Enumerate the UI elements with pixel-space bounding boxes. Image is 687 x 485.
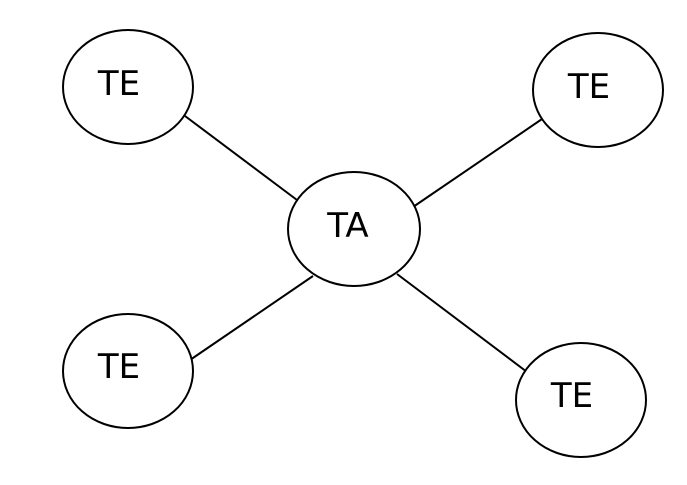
node-ta-label: TA: [326, 206, 368, 246]
node-te-bottom-left: TE: [62, 313, 194, 429]
node-te-bottom-right: TE: [515, 342, 647, 458]
edge-ta-te-top-left: [184, 115, 298, 201]
node-te-bottom-right-label: TE: [550, 376, 593, 416]
node-te-top-right: TE: [532, 32, 664, 148]
node-te-top-right-label: TE: [567, 67, 610, 107]
node-te-top-left-ellipse: [62, 29, 194, 145]
node-ta: TA: [287, 171, 421, 287]
node-te-bottom-right-ellipse: [515, 342, 647, 458]
edge-ta-te-bottom-right: [396, 273, 528, 373]
edge-ta-te-top-right: [412, 116, 546, 208]
node-te-top-left: TE: [62, 29, 194, 145]
node-te-top-right-ellipse: [532, 32, 664, 148]
node-te-bottom-left-label: TE: [97, 347, 140, 387]
node-ta-ellipse: [287, 171, 421, 287]
node-te-bottom-left-ellipse: [62, 313, 194, 429]
node-te-top-left-label: TE: [97, 64, 140, 104]
edge-ta-te-bottom-left: [189, 275, 314, 361]
